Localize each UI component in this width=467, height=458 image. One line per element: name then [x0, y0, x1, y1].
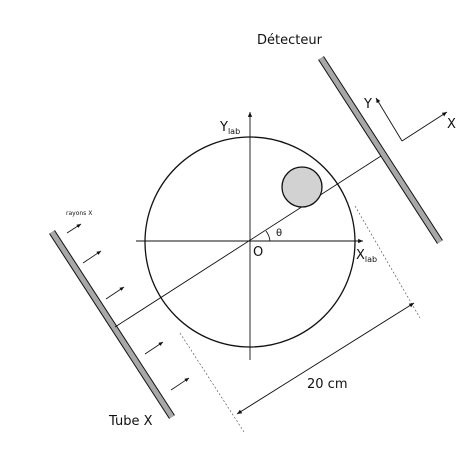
xray-arrow — [66, 223, 82, 234]
origin-label: O — [253, 245, 263, 260]
detector-plate — [318, 56, 443, 244]
x-lab-label: Xlab — [356, 248, 377, 264]
xray-arrow — [105, 286, 125, 300]
theta-label: θ — [276, 228, 282, 239]
central-ray-line — [114, 155, 382, 328]
dimension-guide-right — [354, 205, 421, 319]
xray-arrow — [144, 341, 164, 355]
detector-label: Détecteur — [257, 33, 323, 48]
dimension-guide-left — [179, 332, 245, 433]
detector-x-axis — [401, 111, 448, 142]
detector-y-label: Y — [363, 97, 372, 112]
inclusion-disc — [281, 166, 323, 208]
distance-label: 20 cm — [307, 377, 348, 392]
dimension-arrow — [236, 302, 415, 415]
detector-x-label: X — [447, 117, 456, 132]
theta-arc — [265, 230, 271, 242]
xray-arrow — [82, 250, 102, 264]
xrays-label: rayons X — [66, 210, 92, 217]
xray-arrow — [170, 377, 190, 391]
y-lab-label: Ylab — [219, 120, 240, 136]
detector-y-axis — [375, 97, 403, 142]
tube-label: Tube X — [108, 414, 153, 429]
xray-tube-plate — [49, 230, 175, 419]
xray-arrows — [66, 223, 190, 391]
